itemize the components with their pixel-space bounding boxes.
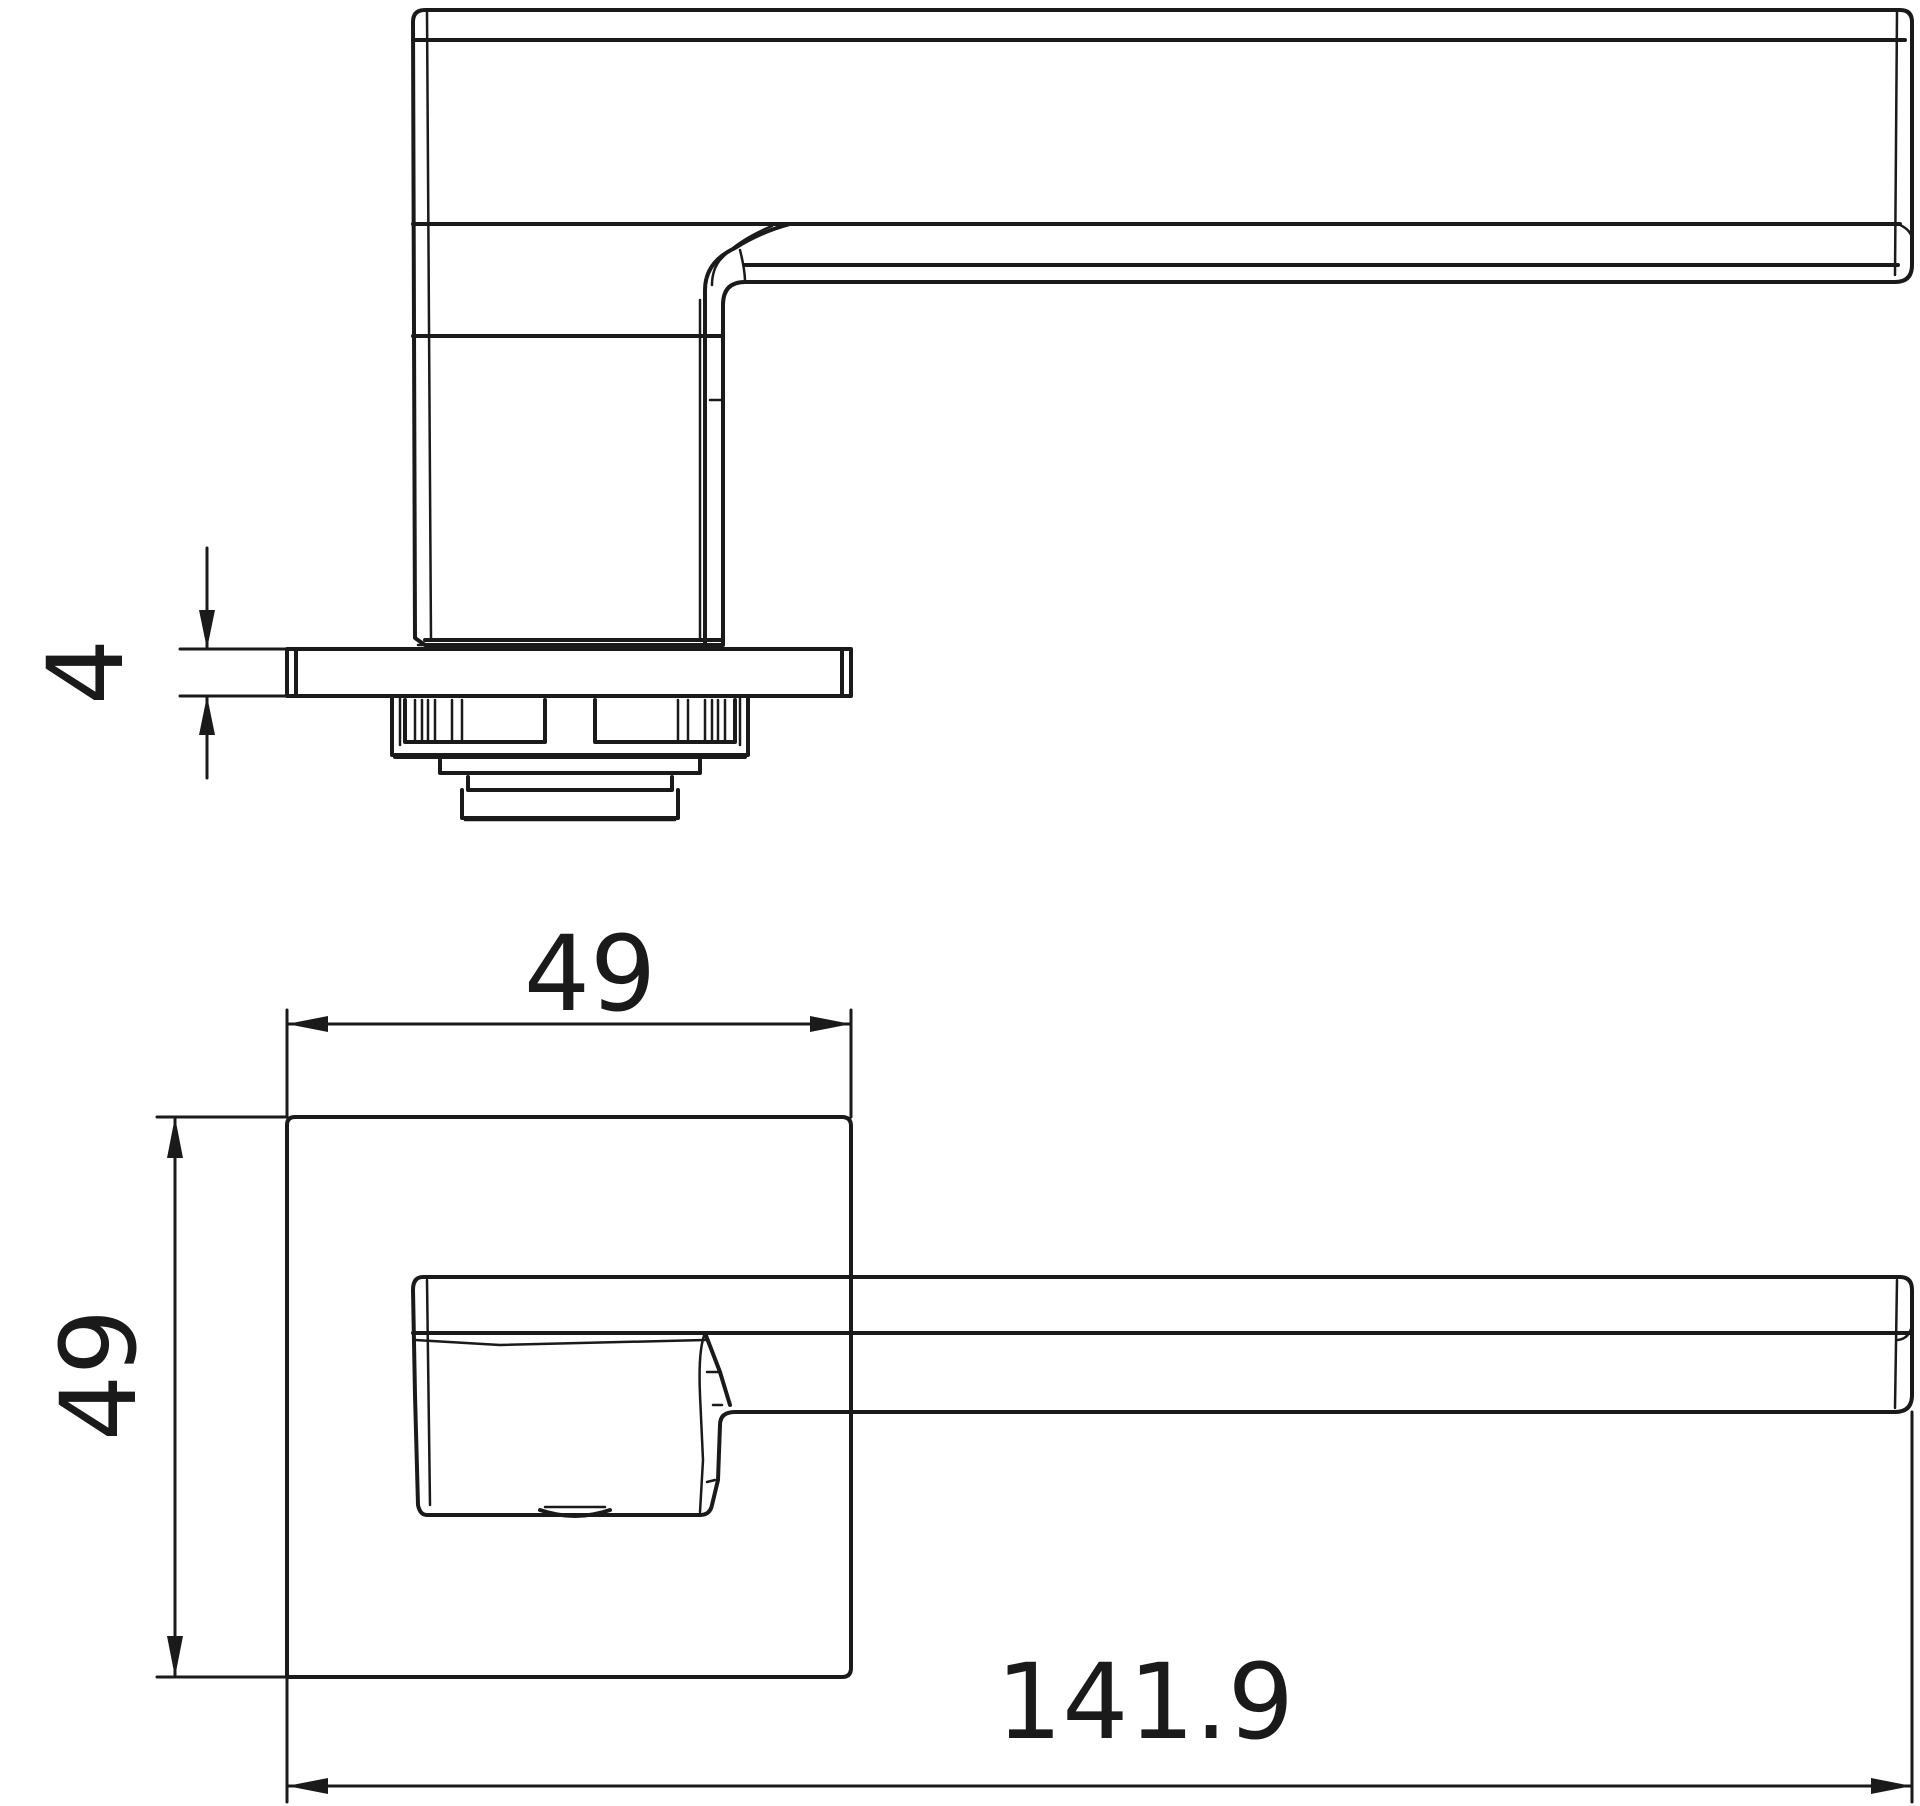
dimension-rose-height: 49 — [38, 1115, 289, 1679]
arrow-left-head — [287, 1778, 328, 1794]
rose-plate-front — [285, 1115, 853, 1679]
spindle-mechanism — [390, 694, 750, 822]
dimension-overall-length: 141.9 — [285, 1410, 1914, 1804]
rose-plate-side — [285, 647, 853, 698]
arrow-down-head — [167, 1636, 183, 1677]
arrow-up-head — [167, 1117, 183, 1158]
dimension-label-overall-length: 141.9 — [996, 1641, 1294, 1763]
lever-front — [411, 1275, 1914, 1518]
dimension-label-width: 49 — [524, 913, 656, 1035]
front-view: 49 49 141.9 — [38, 913, 1914, 1804]
arrow-right-head — [810, 1016, 851, 1032]
arrow-up-head — [199, 696, 215, 735]
side-view: 4 — [25, 8, 1914, 822]
lever-side — [411, 8, 1914, 647]
arrow-right-head — [1871, 1778, 1912, 1794]
arrow-left-head — [287, 1016, 328, 1032]
dimension-label-thickness: 4 — [25, 639, 147, 705]
dimension-rose-width: 49 — [285, 913, 853, 1119]
dimension-label-height: 49 — [38, 1309, 160, 1441]
dimension-rose-thickness: 4 — [25, 546, 289, 780]
arrow-down-head — [199, 610, 215, 649]
